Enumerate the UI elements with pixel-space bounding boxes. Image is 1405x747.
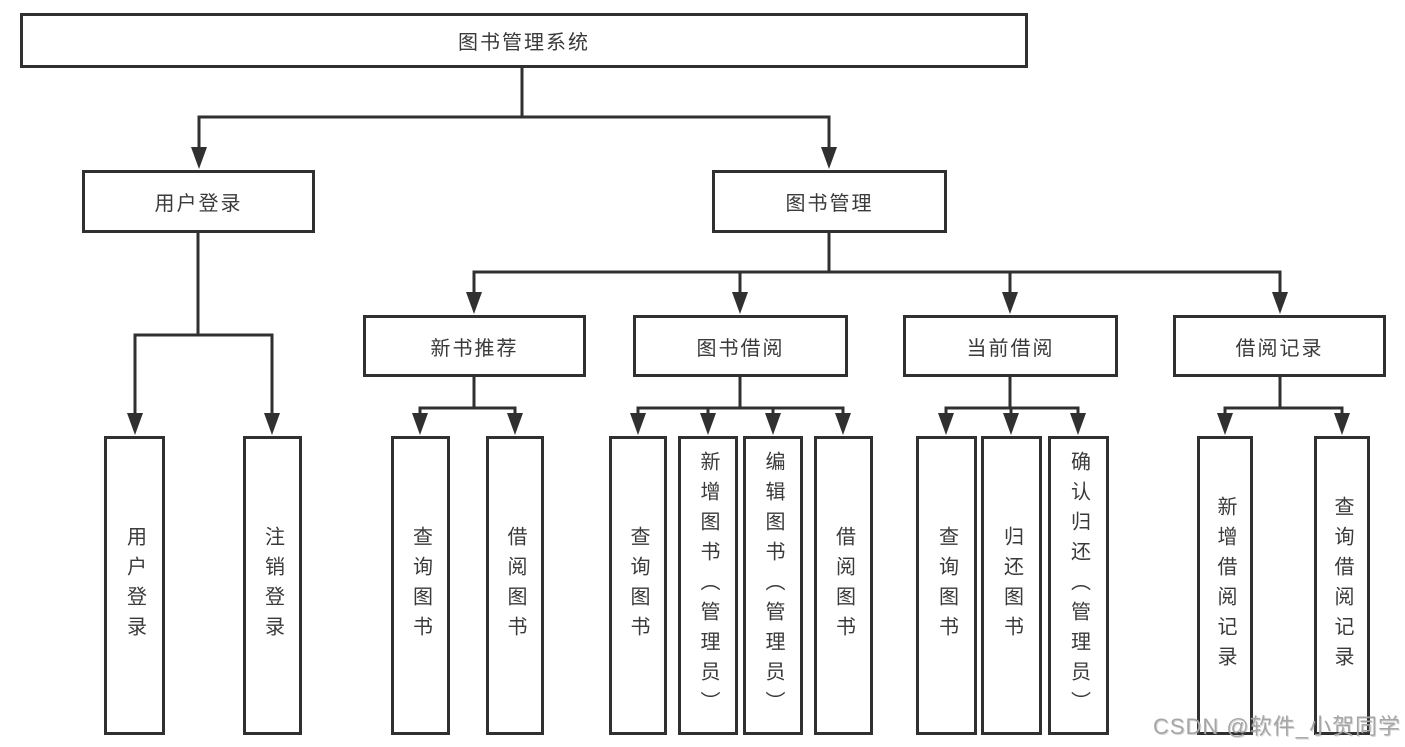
arrowhead <box>1334 413 1350 435</box>
leaf-query-books-borrowing: 查询图书 <box>609 436 667 735</box>
leaf-query-borrow-record: 查询借阅记录 <box>1314 436 1370 735</box>
arrowhead <box>1003 413 1019 435</box>
arrowheads <box>127 147 1350 435</box>
arrowhead <box>732 292 748 314</box>
arrowhead <box>821 147 837 169</box>
leaf-logout: 注销登录 <box>243 436 302 735</box>
arrowhead <box>412 413 428 435</box>
node-label: 查询借阅记录 <box>1331 495 1353 676</box>
leaf-borrow-books-recommendation: 借阅图书 <box>486 436 544 735</box>
leaf-confirm-return-admin: 确认归还（管理员） <box>1048 436 1109 735</box>
arrowhead <box>700 413 716 435</box>
node-label: 用户登录 <box>154 193 243 215</box>
node-label: 借阅图书 <box>504 525 526 646</box>
node-label: 确认归还（管理员） <box>1067 450 1090 721</box>
node-label: 注销登录 <box>261 525 284 646</box>
node-book-management: 图书管理 <box>712 170 947 233</box>
node-label: 图书借阅 <box>696 337 785 360</box>
node-label: 借阅图书 <box>832 525 855 646</box>
node-label: 查询图书 <box>409 525 432 646</box>
connector-path <box>133 66 1344 418</box>
arrowhead <box>765 413 781 435</box>
arrowhead <box>630 413 646 435</box>
node-label: 新增借阅记录 <box>1214 495 1236 676</box>
leaf-add-borrow-record: 新增借阅记录 <box>1197 436 1253 735</box>
node-label: 新书推荐 <box>430 337 519 360</box>
node-new-book-recommendation: 新书推荐 <box>363 315 586 377</box>
node-user-login: 用户登录 <box>82 170 315 233</box>
leaf-return-book: 归还图书 <box>981 436 1042 735</box>
node-label: 编辑图书（管理员） <box>762 450 784 721</box>
arrowhead <box>127 413 143 435</box>
node-label: 图书管理 <box>785 193 874 215</box>
leaf-user-login: 用户登录 <box>104 436 165 735</box>
arrowhead <box>1002 292 1018 314</box>
node-label: 新增图书（管理员） <box>697 450 719 721</box>
node-label: 归还图书 <box>1000 525 1023 646</box>
arrowhead <box>191 147 207 169</box>
arrowhead <box>466 292 482 314</box>
leaf-add-book-admin: 新增图书（管理员） <box>678 436 738 735</box>
node-label: 借阅记录 <box>1235 337 1324 360</box>
arrowhead <box>264 413 280 435</box>
arrowhead <box>1070 413 1086 435</box>
arrowhead <box>938 413 954 435</box>
node-library-management-system: 图书管理系统 <box>20 13 1028 68</box>
node-current-borrowing: 当前借阅 <box>903 315 1118 377</box>
leaf-edit-book-admin: 编辑图书（管理员） <box>743 436 803 735</box>
arrowhead <box>1272 292 1288 314</box>
node-label: 查询图书 <box>627 525 649 646</box>
node-borrowing-records: 借阅记录 <box>1173 315 1386 377</box>
csdn-watermark: CSDN @软件_小贺同学 <box>1152 714 1401 739</box>
arrowhead <box>507 413 523 435</box>
leaf-query-books-current: 查询图书 <box>916 436 977 735</box>
leaf-borrow-books-borrowing: 借阅图书 <box>814 436 873 735</box>
arrowhead <box>1217 413 1233 435</box>
node-label: 用户登录 <box>123 525 146 646</box>
node-label: 查询图书 <box>935 525 958 646</box>
node-label: 图书管理系统 <box>458 32 590 54</box>
arrowhead <box>835 413 851 435</box>
node-book-borrowing: 图书借阅 <box>633 315 848 377</box>
leaf-query-books-recommendation: 查询图书 <box>391 436 450 735</box>
node-label: 当前借阅 <box>966 337 1055 360</box>
